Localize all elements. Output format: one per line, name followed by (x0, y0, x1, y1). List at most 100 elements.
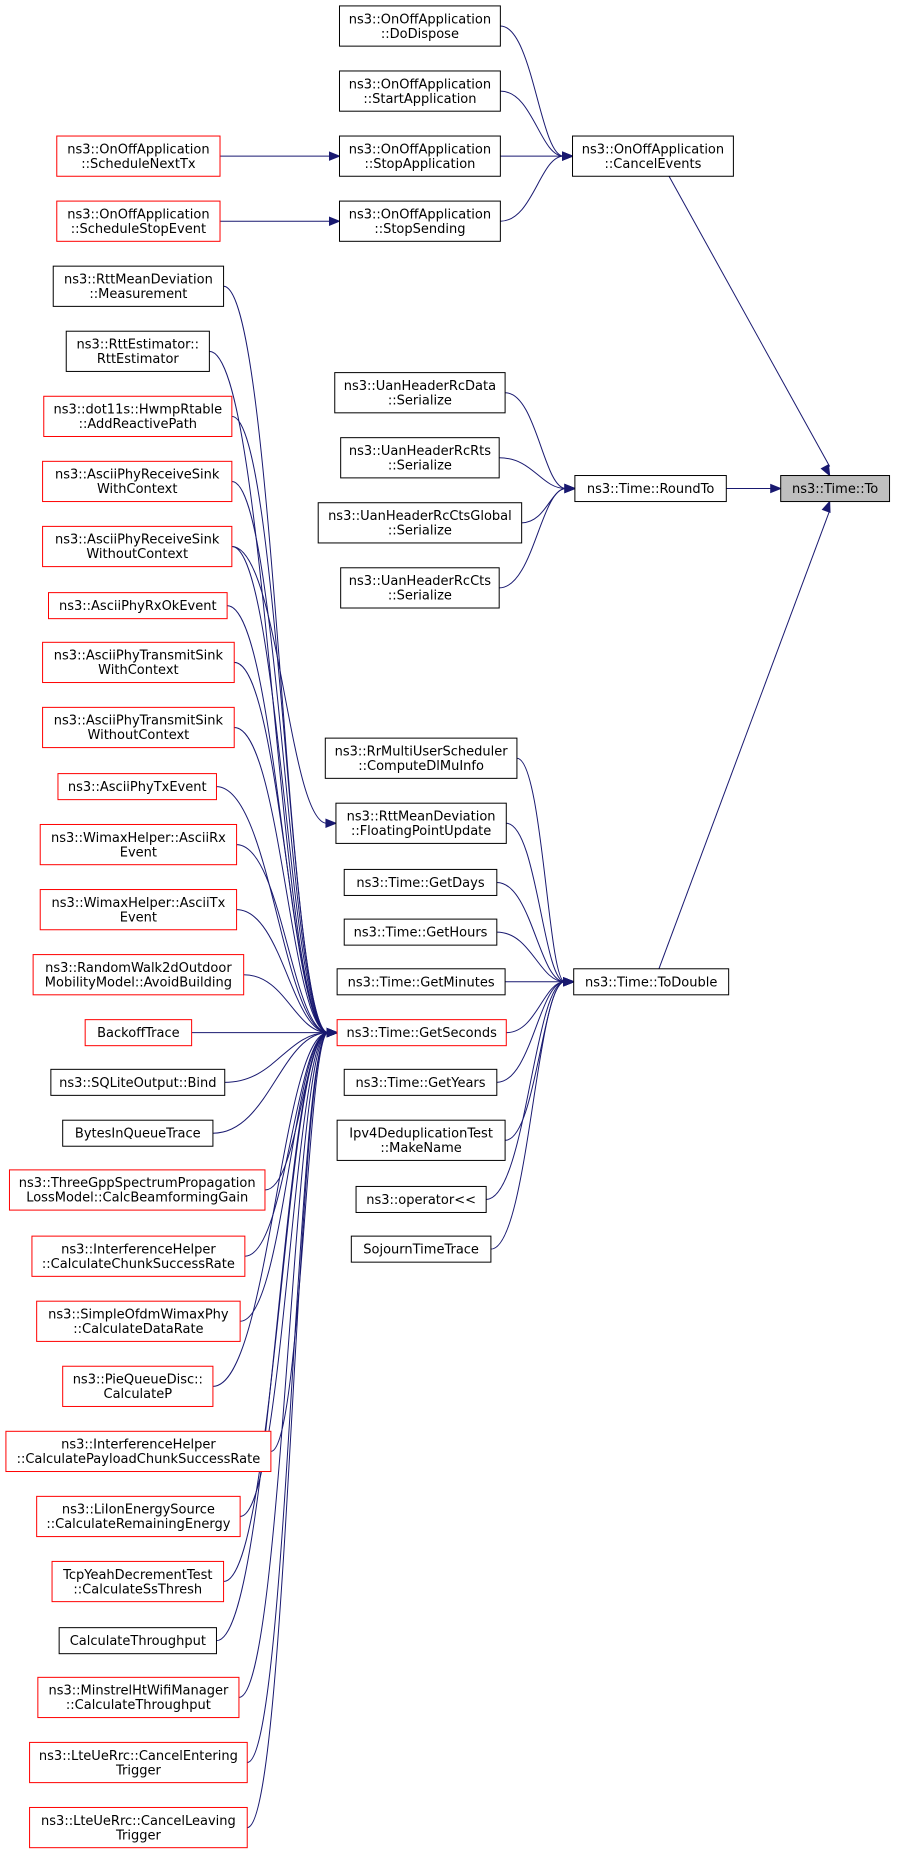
node-label: ::StopSending (374, 222, 465, 237)
edge-arrowhead (821, 500, 831, 514)
edge-round-to-to-to (726, 483, 783, 494)
edge-rtt-est-to-get-seconds (209, 350, 339, 1038)
node-label: ::ScheduleStopEvent (71, 222, 206, 237)
node-get-minutes[interactable]: ns3::Time::GetMinutes (336, 968, 506, 996)
edge-start-app-to-cancel-events (500, 90, 574, 161)
node-label: ::CalculateChunkSuccessRate (42, 1257, 235, 1272)
node-uan-rts[interactable]: ns3::UanHeaderRcRts::Serialize (340, 437, 500, 479)
node-cancel-events[interactable]: ns3::OnOffApplication::CancelEvents (572, 135, 734, 177)
node-rtt-float[interactable]: ns3::RttMeanDeviation::FloatingPointUpda… (335, 802, 507, 844)
node-uan-cts-global[interactable]: ns3::UanHeaderRcCtsGlobal::Serialize (317, 502, 523, 544)
node-label: ns3::Time::To (792, 482, 878, 497)
node-label: Trigger (115, 1763, 161, 1778)
edge-line (247, 1032, 329, 1829)
node-box (39, 889, 238, 931)
node-start-app[interactable]: ns3::OnOffApplication::StartApplication (338, 70, 501, 112)
node-label: ::ScheduleNextTx (81, 157, 196, 172)
node-label: ns3::OnOffApplication (67, 142, 209, 157)
node-to-double[interactable]: ns3::Time::ToDouble (573, 968, 730, 996)
node-rtt-meas[interactable]: ns3::RttMeanDeviation::Measurement (52, 265, 225, 307)
node-round-to[interactable]: ns3::Time::RoundTo (574, 475, 727, 503)
node-box (780, 475, 891, 503)
node-label: ns3::Time::ToDouble (585, 975, 717, 990)
node-get-hours[interactable]: ns3::Time::GetHours (343, 918, 498, 946)
edge-line (668, 176, 831, 467)
node-label: ns3::UanHeaderRcData (344, 379, 496, 394)
node-ascii-rx-ok[interactable]: ns3::AsciiPhyRxOkEvent (47, 592, 228, 620)
node-hwmp[interactable]: ns3::dot11s::HwmpRtable::AddReactivePath (43, 395, 233, 437)
node-sched-next-tx[interactable]: ns3::OnOffApplication::ScheduleNextTx (56, 135, 221, 177)
node-sojourn[interactable]: SojournTimeTrace (350, 1235, 492, 1263)
node-interf-payload[interactable]: ns3::InterferenceHelper::CalculatePayloa… (5, 1430, 272, 1473)
node-sched-stop[interactable]: ns3::OnOffApplication::ScheduleStopEvent (56, 200, 221, 242)
node-get-seconds[interactable]: ns3::Time::GetSeconds (336, 1019, 507, 1047)
node-label: ::Serialize (388, 393, 452, 408)
edge-arrowhead (563, 977, 576, 987)
node-label: ns3::RttMeanDeviation (347, 810, 496, 825)
node-label: ns3::Time::RoundTo (587, 482, 714, 497)
node-label: ::Serialize (388, 589, 452, 604)
node-label: ns3::ThreeGppSpectrumPropagation (19, 1176, 256, 1191)
edge-ascii-rx-sink-no-ctx-to-get-seconds (231, 545, 339, 1038)
node-get-years[interactable]: ns3::Time::GetYears (343, 1068, 498, 1096)
node-sqlite[interactable]: ns3::SQLiteOutput::Bind (50, 1068, 226, 1096)
edge-arrowhead (328, 151, 341, 161)
edge-line (209, 350, 329, 1034)
call-graph-nodes: ns3::Time::To ns3::OnOffApplication::Canc… (5, 5, 891, 1849)
node-label: ns3::Time::GetDays (356, 876, 484, 891)
node-box (36, 1495, 241, 1538)
node-random-walk[interactable]: ns3::RandomWalk2dOutdoorMobilityModel::A… (32, 954, 245, 996)
node-do-dispose[interactable]: ns3::OnOffApplication::DoDispose (338, 5, 501, 47)
node-simple-ofdm[interactable]: ns3::SimpleOfdmWimaxPhy::CalculateDataRa… (36, 1300, 241, 1342)
node-operator-ll[interactable]: ns3::operator<< (355, 1185, 487, 1213)
node-bytes-in-queue[interactable]: BytesInQueueTrace (62, 1119, 214, 1147)
node-backoff[interactable]: BackoffTrace (84, 1019, 193, 1047)
node-uan-cts[interactable]: ns3::UanHeaderRcCts::Serialize (340, 567, 500, 609)
node-label: CalculateThroughput (70, 1634, 206, 1649)
node-tcp-yeah[interactable]: TcpYeahDecrementTest::CalculateSsThresh (51, 1560, 225, 1603)
node-label: ::Measurement (89, 287, 187, 302)
node-label: ns3::Time::GetMinutes (348, 975, 495, 990)
node-three-gpp[interactable]: ns3::ThreeGppSpectrumPropagationLossMode… (8, 1169, 266, 1211)
node-stop-app[interactable]: ns3::OnOffApplication::StopApplication (338, 135, 501, 177)
node-calc-throughput[interactable]: CalculateThroughput (58, 1627, 217, 1655)
node-get-days[interactable]: ns3::Time::GetDays (343, 868, 498, 896)
node-ipv4-dedup[interactable]: Ipv4DeduplicationTest::MakeName (336, 1119, 506, 1161)
node-ascii-tx-event[interactable]: ns3::AsciiPhyTxEvent (57, 773, 217, 801)
node-box (42, 525, 233, 568)
edge-line (658, 510, 831, 969)
node-li-ion[interactable]: ns3::LiIonEnergySource::CalculateRemaini… (36, 1495, 241, 1538)
node-minstrel[interactable]: ns3::MinstrelHtWifiManager::CalculateThr… (37, 1676, 240, 1719)
node-box (56, 135, 221, 177)
node-rr-multi[interactable]: ns3::RrMultiUserScheduler::ComputeDlMuIn… (324, 737, 518, 779)
node-label: ns3::LiIonEnergySource (62, 1503, 215, 1518)
edge-lte-leaving-to-get-seconds (247, 1027, 339, 1829)
node-stop-sending[interactable]: ns3::OnOffApplication::StopSending (338, 200, 501, 242)
node-box (52, 265, 225, 307)
edge-line (499, 488, 566, 589)
node-pie-queue[interactable]: ns3::PieQueueDisc::CalculateP (62, 1365, 214, 1407)
node-box (338, 135, 501, 177)
node-rtt-est[interactable]: ns3::RttEstimator::RttEstimator (65, 330, 210, 372)
node-label: Event (120, 845, 157, 860)
node-label: TcpYeahDecrementTest (62, 1568, 212, 1583)
edge-three-gpp-to-get-seconds (264, 1027, 339, 1191)
edge-line (500, 90, 564, 157)
node-box (47, 592, 228, 620)
edge-line (499, 457, 566, 490)
node-label: ns3::AsciiPhyRxOkEvent (59, 599, 217, 614)
node-interf-chunk[interactable]: ns3::InterferenceHelper::CalculateChunkS… (31, 1235, 246, 1277)
node-uan-data[interactable]: ns3::UanHeaderRcData::Serialize (334, 372, 506, 414)
node-to[interactable]: ns3::Time::To (780, 475, 891, 503)
node-box (84, 1019, 193, 1047)
node-label: ns3::AsciiPhyTransmitSink (54, 714, 224, 729)
